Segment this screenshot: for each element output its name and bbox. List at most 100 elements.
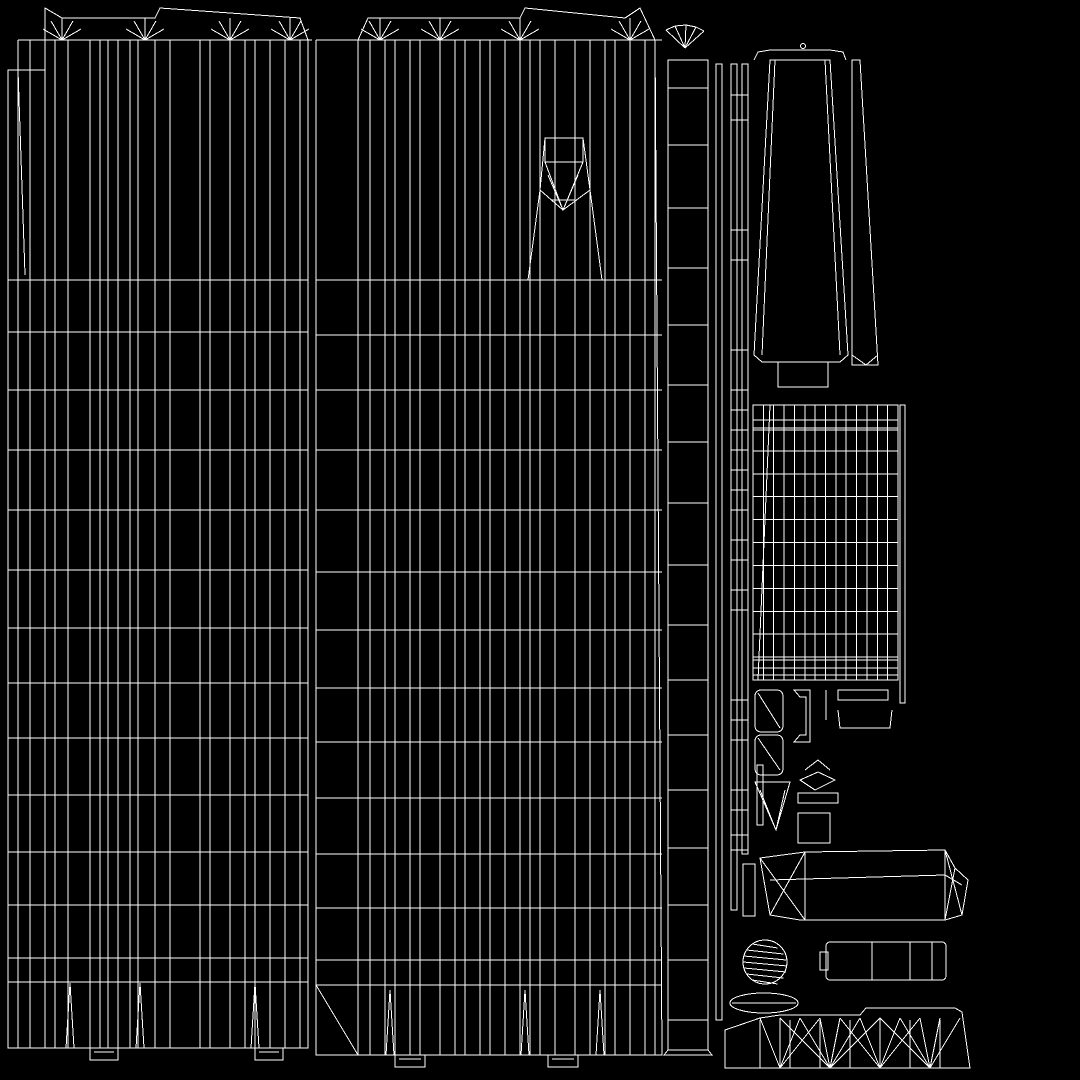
narrow-strip-foot — [662, 1049, 714, 1056]
left-top-fan-spoke — [278, 20, 291, 41]
center-panel-island — [315, 7, 663, 1068]
fan-spoke-2 — [674, 25, 686, 49]
center-top-fan-spoke — [368, 20, 381, 41]
tube-diag-1 — [759, 857, 806, 921]
center-panel-top-fans — [315, 18, 662, 1056]
narrow-strip-outline — [667, 59, 709, 1051]
left-top-fan-spoke — [125, 28, 146, 41]
center-bottom-diag — [315, 984, 359, 1056]
bottom-fan-spoke — [779, 1017, 821, 1069]
grid-block-side-bar — [899, 404, 906, 704]
left-top-fan-spoke — [289, 20, 302, 41]
center-top-fan-spoke — [439, 20, 452, 41]
tapered-inner-right — [824, 59, 841, 356]
tube-mid-line — [769, 874, 963, 886]
left-top-fan-spoke — [144, 28, 165, 41]
center-top-fan-spoke — [629, 28, 650, 41]
narrow-strip-island — [662, 24, 714, 1056]
part-bar-d — [837, 689, 889, 701]
bottom-part-island — [724, 1007, 971, 1069]
center-bottom-spike — [595, 989, 605, 1056]
fan-spoke-3 — [684, 24, 687, 49]
fan-arc — [665, 24, 705, 32]
center-top-fan-spoke — [379, 28, 400, 41]
notch-fan-2 — [547, 174, 579, 212]
bottom-part-fan — [759, 1017, 961, 1069]
tube-part-island — [742, 849, 969, 921]
bottom-fan-spoke — [859, 1017, 881, 1069]
capsule-left-cap — [819, 951, 829, 971]
tapered-top-cap — [753, 49, 847, 61]
left-panel-bottom-tabs — [65, 982, 284, 1061]
round-part-island — [729, 939, 947, 1014]
fan-spoke-4 — [684, 26, 697, 49]
left-bottom-spike — [65, 982, 75, 1049]
part-kite-h-mid — [759, 789, 786, 832]
thin-strip-2 — [730, 63, 738, 911]
bottom-fan-spoke — [779, 1017, 831, 1069]
tube-diag-3 — [944, 849, 963, 916]
notch-left-edge — [527, 137, 546, 281]
bottom-fan-spoke — [829, 1017, 841, 1069]
left-top-fan-spoke — [144, 20, 157, 41]
bottom-fan-spoke — [879, 1017, 931, 1069]
left-top-fan-spoke — [270, 28, 291, 41]
center-panel-bottom-tabs — [385, 989, 605, 1068]
part-rounded-a-diag — [757, 692, 781, 729]
thin-strip-1 — [715, 63, 723, 1021]
part-rounded-f-diag — [757, 737, 781, 771]
left-top-fan-spoke — [229, 28, 250, 41]
center-top-fan-spoke — [519, 20, 532, 41]
bottom-fan-spoke — [879, 1017, 921, 1069]
bottom-fan-spoke — [819, 1017, 831, 1069]
narrow-strip-rungs — [668, 87, 708, 1021]
bottom-fan-spoke — [929, 1017, 961, 1069]
part-rounded-f — [754, 734, 784, 776]
grid-v-line — [757, 404, 771, 681]
part-kite-h — [754, 781, 791, 832]
center-top-fan-spoke — [519, 28, 540, 41]
left-bottom-spike — [135, 982, 145, 1049]
notch-fan-3 — [539, 189, 591, 211]
tapered-inner-left — [761, 59, 776, 356]
part-lens-i — [798, 771, 837, 791]
left-top-fan-spoke — [61, 28, 82, 41]
center-top-fan-spoke — [629, 20, 642, 41]
grid-block-island — [752, 404, 906, 704]
thin-strip-3 — [741, 63, 749, 855]
center-panel-vertical-lines — [357, 40, 656, 1055]
center-bottom-tab — [394, 1054, 426, 1068]
grid-block-vertical-lines — [757, 404, 889, 681]
round-hatch-line — [743, 967, 787, 973]
center-top-fan-spoke — [500, 28, 521, 41]
part-block-j — [797, 792, 839, 804]
bottom-fan-spoke — [899, 1017, 931, 1069]
tapered-side-strip — [851, 59, 879, 366]
part-thin-g — [756, 764, 764, 826]
round-oval — [729, 992, 799, 1014]
left-panel-island — [7, 7, 312, 1061]
left-top-fan-spoke — [210, 28, 231, 41]
center-top-fan-spoke — [420, 28, 441, 41]
tapered-base-block — [777, 361, 829, 388]
tube-diag-4 — [944, 867, 956, 921]
left-top-fan-spoke — [133, 20, 146, 41]
round-disc-hatch — [742, 943, 788, 985]
bottom-fan-spoke — [829, 1017, 861, 1069]
left-top-fan-spoke — [229, 20, 242, 41]
round-hatch-line — [752, 943, 778, 949]
left-panel-vertical-lines — [17, 40, 301, 1048]
left-bottom-spike — [250, 982, 260, 1049]
center-panel-outline — [315, 7, 663, 1056]
tube-body — [759, 849, 969, 921]
round-hatch-line — [746, 973, 784, 979]
bottom-fan-spoke — [919, 1017, 931, 1069]
center-top-fan-spoke — [360, 28, 381, 41]
notch-right-edge — [582, 137, 603, 281]
bottom-fan-spoke — [879, 1017, 901, 1069]
round-hatch-line — [743, 955, 787, 961]
tapered-panel-outline — [753, 59, 849, 363]
small-parts-island — [754, 689, 893, 844]
left-top-fan-spoke — [289, 28, 310, 41]
